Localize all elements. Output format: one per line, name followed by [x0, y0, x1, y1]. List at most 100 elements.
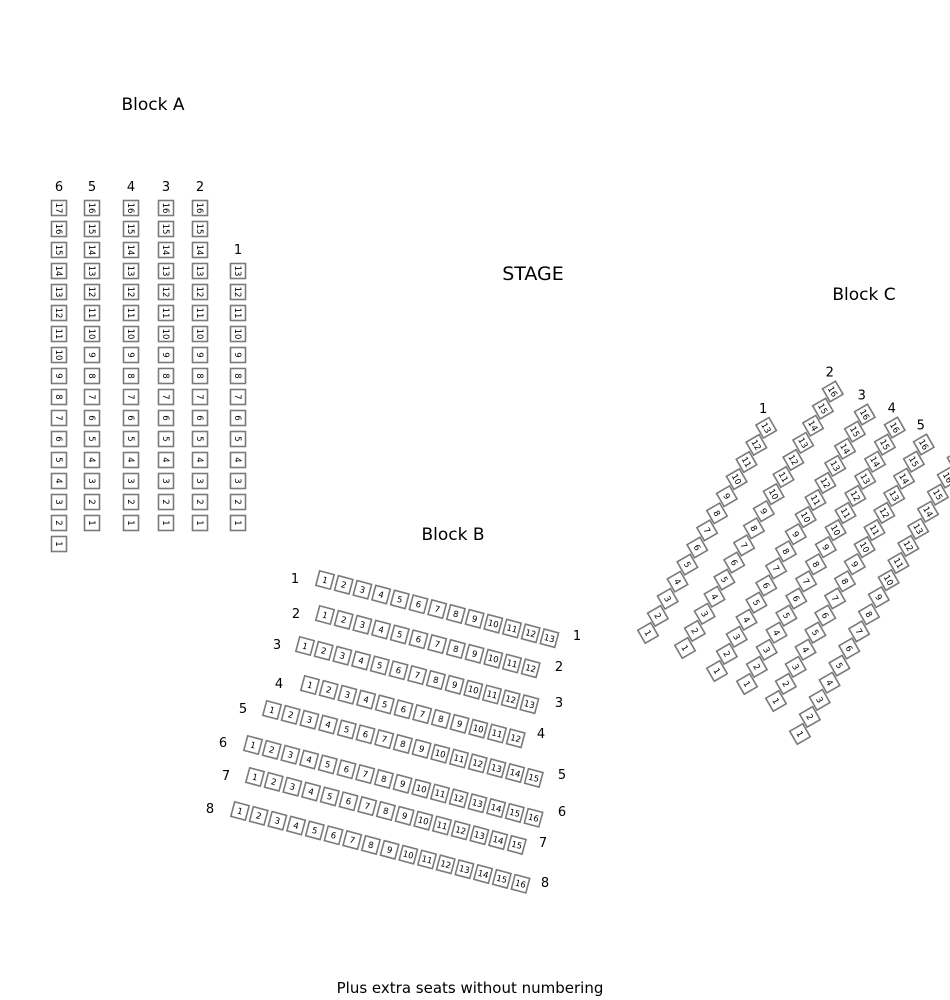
seat-a-row1-3[interactable]: 3 [229, 472, 247, 490]
seat-b-row2-4[interactable]: 4 [370, 619, 392, 640]
seat-b-row5-8[interactable]: 8 [392, 733, 414, 755]
seat-a-row3-3[interactable]: 3 [157, 472, 175, 490]
seat-c-row2-1[interactable]: 1 [673, 636, 697, 660]
seat-c-row3-16[interactable]: 16 [853, 403, 877, 426]
seat-b-row3-6[interactable]: 6 [388, 660, 409, 681]
seat-a-row1-4[interactable]: 4 [229, 451, 247, 469]
seat-b-row7-8[interactable]: 8 [375, 800, 397, 822]
seat-b-row1-5[interactable]: 5 [389, 589, 410, 610]
seat-c-row6-11[interactable]: 11 [887, 551, 910, 575]
seat-a-row4-14[interactable]: 14 [122, 241, 140, 259]
seat-b-row8-2[interactable]: 2 [248, 805, 269, 827]
seat-b-row3-4[interactable]: 4 [350, 650, 372, 671]
seat-c-row6-3[interactable]: 3 [808, 688, 832, 712]
seat-b-row8-10[interactable]: 10 [398, 844, 419, 865]
seat-a-row4-15[interactable]: 15 [122, 220, 140, 238]
seat-c-row1-6[interactable]: 6 [685, 536, 709, 559]
seat-c-row2-16[interactable]: 16 [821, 380, 845, 403]
seat-c-row6-5[interactable]: 5 [828, 654, 851, 677]
seat-c-row6-7[interactable]: 7 [847, 620, 871, 643]
seat-b-row2-8[interactable]: 8 [445, 638, 467, 660]
seat-c-row5-7[interactable]: 7 [823, 587, 847, 610]
seat-b-row8-7[interactable]: 7 [342, 829, 363, 851]
seat-c-row6-9[interactable]: 9 [867, 585, 891, 609]
seat-c-row1-5[interactable]: 5 [676, 553, 699, 576]
seat-b-row7-4[interactable]: 4 [300, 781, 322, 802]
seat-c-row3-15[interactable]: 15 [843, 420, 867, 443]
seat-c-row4-5[interactable]: 5 [775, 604, 798, 627]
seat-b-row6-10[interactable]: 10 [411, 778, 432, 799]
seat-a-row5-2[interactable]: 2 [83, 493, 101, 511]
seat-c-row5-10[interactable]: 10 [853, 535, 876, 559]
seat-a-row3-9[interactable]: 9 [157, 346, 175, 364]
seat-b-row2-5[interactable]: 5 [389, 624, 410, 645]
seat-b-row5-15[interactable]: 15 [523, 767, 544, 789]
seat-b-row1-11[interactable]: 11 [501, 618, 523, 639]
seat-c-row4-1[interactable]: 1 [735, 672, 759, 696]
seat-b-row5-7[interactable]: 7 [374, 728, 395, 750]
seat-b-row4-10[interactable]: 10 [468, 718, 489, 739]
seat-a-row5-7[interactable]: 7 [83, 388, 101, 406]
seat-c-row3-2[interactable]: 2 [715, 642, 739, 666]
seat-a-row5-4[interactable]: 4 [83, 451, 101, 469]
seat-a-row6-4[interactable]: 4 [50, 472, 68, 490]
seat-b-row1-8[interactable]: 8 [445, 603, 467, 625]
seat-a-row5-10[interactable]: 10 [83, 325, 101, 343]
seat-c-row6-2[interactable]: 2 [798, 705, 822, 729]
seat-c-row1-10[interactable]: 10 [725, 467, 748, 491]
seat-c-row5-3[interactable]: 3 [784, 655, 808, 679]
seat-b-row7-14[interactable]: 14 [487, 829, 509, 851]
seat-b-row6-6[interactable]: 6 [336, 759, 357, 780]
seat-c-row1-1[interactable]: 1 [636, 621, 660, 645]
seat-b-row7-9[interactable]: 9 [394, 805, 415, 826]
seat-b-row3-1[interactable]: 1 [294, 635, 316, 657]
seat-b-row6-1[interactable]: 1 [242, 734, 264, 756]
seat-a-row4-4[interactable]: 4 [122, 451, 140, 469]
seat-c-row4-9[interactable]: 9 [814, 535, 838, 559]
seat-b-row1-6[interactable]: 6 [408, 594, 429, 615]
seat-b-row2-10[interactable]: 10 [483, 648, 504, 669]
seat-c-row5-9[interactable]: 9 [843, 552, 867, 576]
seat-b-row1-9[interactable]: 9 [464, 608, 485, 629]
seat-b-row5-14[interactable]: 14 [504, 762, 526, 784]
seat-a-row5-11[interactable]: 11 [83, 304, 101, 322]
seat-b-row7-2[interactable]: 2 [263, 771, 284, 793]
seat-a-row3-1[interactable]: 1 [157, 514, 175, 532]
seat-b-row8-13[interactable]: 13 [454, 859, 475, 880]
seat-a-row2-6[interactable]: 6 [191, 409, 209, 427]
seat-a-row1-5[interactable]: 5 [229, 430, 247, 448]
seat-b-row1-10[interactable]: 10 [483, 613, 504, 634]
seat-b-row8-12[interactable]: 12 [435, 854, 456, 875]
seat-a-row6-3[interactable]: 3 [50, 493, 68, 511]
seat-a-row2-5[interactable]: 5 [191, 430, 209, 448]
seat-c-row5-13[interactable]: 13 [882, 484, 906, 508]
seat-b-row5-3[interactable]: 3 [299, 709, 320, 730]
seat-a-row4-2[interactable]: 2 [122, 493, 140, 511]
seat-a-row3-14[interactable]: 14 [157, 241, 175, 259]
seat-b-row1-13[interactable]: 13 [539, 628, 560, 649]
seat-b-row2-9[interactable]: 9 [464, 643, 485, 664]
seat-c-row1-11[interactable]: 11 [735, 450, 758, 474]
seat-a-row1-10[interactable]: 10 [229, 325, 247, 343]
seat-c-row5-8[interactable]: 8 [833, 569, 857, 593]
seat-c-row3-4[interactable]: 4 [735, 608, 758, 632]
seat-a-row4-12[interactable]: 12 [122, 283, 140, 301]
seat-a-row2-16[interactable]: 16 [191, 199, 209, 217]
seat-a-row1-12[interactable]: 12 [229, 283, 247, 301]
seat-b-row8-15[interactable]: 15 [491, 868, 512, 890]
seat-c-row1-12[interactable]: 12 [745, 433, 768, 457]
seat-c-row4-15[interactable]: 15 [873, 433, 897, 456]
seat-c-row4-10[interactable]: 10 [824, 518, 847, 542]
seat-b-row3-3[interactable]: 3 [332, 645, 353, 666]
seat-b-row7-5[interactable]: 5 [319, 786, 340, 807]
seat-c-row6-8[interactable]: 8 [857, 602, 881, 626]
seat-a-row6-5[interactable]: 5 [50, 451, 68, 469]
seat-b-row6-14[interactable]: 14 [485, 797, 507, 819]
seat-c-row3-8[interactable]: 8 [774, 539, 798, 563]
seat-c-row6-13[interactable]: 13 [906, 517, 930, 541]
seat-a-row5-3[interactable]: 3 [83, 472, 101, 490]
seat-c-row3-5[interactable]: 5 [745, 591, 768, 614]
seat-c-row3-12[interactable]: 12 [814, 471, 837, 495]
seat-c-row2-14[interactable]: 14 [801, 414, 825, 438]
seat-a-row4-1[interactable]: 1 [122, 514, 140, 532]
